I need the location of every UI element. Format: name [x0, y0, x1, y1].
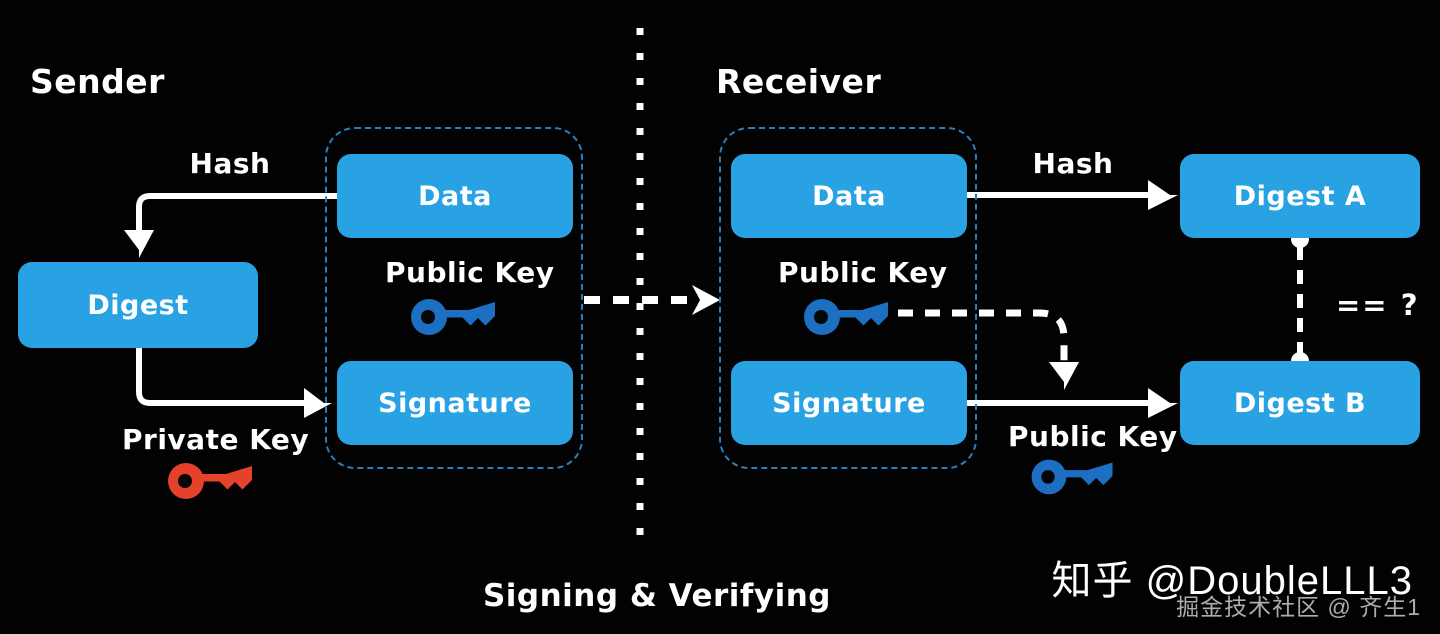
sender-title: Sender — [30, 62, 165, 101]
sender-sign-arrow — [136, 348, 332, 418]
diagram-caption: Signing & Verifying — [482, 578, 832, 614]
receiver-data-box: Data — [731, 154, 967, 238]
watermark-juejin: 掘金技术社区 @ 齐生1 — [1176, 594, 1421, 620]
receiver-hash-arrow — [966, 180, 1178, 210]
digest-box: Digest — [18, 262, 258, 348]
private-key-icon — [164, 452, 260, 506]
compare-label: == ? — [1336, 288, 1420, 322]
sender-hash-arrow — [124, 193, 337, 258]
digest-b-box: Digest B — [1180, 361, 1420, 445]
watermark-zhihu: 知乎 @DoubleLLL3 — [1051, 559, 1413, 603]
sender-package-group — [325, 127, 583, 469]
digest-compare-connector — [1291, 230, 1309, 370]
verify-public-key-icon — [1028, 449, 1120, 501]
private-key-label: Private Key — [122, 423, 310, 456]
sender-signature-box: Signature — [337, 361, 573, 445]
sender-hash-label: Hash — [189, 147, 271, 180]
digest-a-box: Digest A — [1180, 154, 1420, 238]
receiver-public-key-label: Public Key — [778, 256, 948, 289]
public-key-icon — [408, 288, 502, 342]
sender-public-key-label: Public Key — [385, 256, 555, 289]
receiver-package-group — [719, 127, 977, 469]
transfer-dashed-arrow — [584, 285, 720, 315]
sender-data-box: Data — [337, 154, 573, 238]
verify-public-key-label: Public Key — [1008, 420, 1178, 453]
receiver-verify-arrow — [966, 388, 1178, 418]
receiver-title: Receiver — [716, 62, 882, 101]
receiver-signature-box: Signature — [731, 361, 967, 445]
receiver-hash-label: Hash — [1032, 147, 1114, 180]
receiver-public-key-icon — [801, 288, 895, 342]
